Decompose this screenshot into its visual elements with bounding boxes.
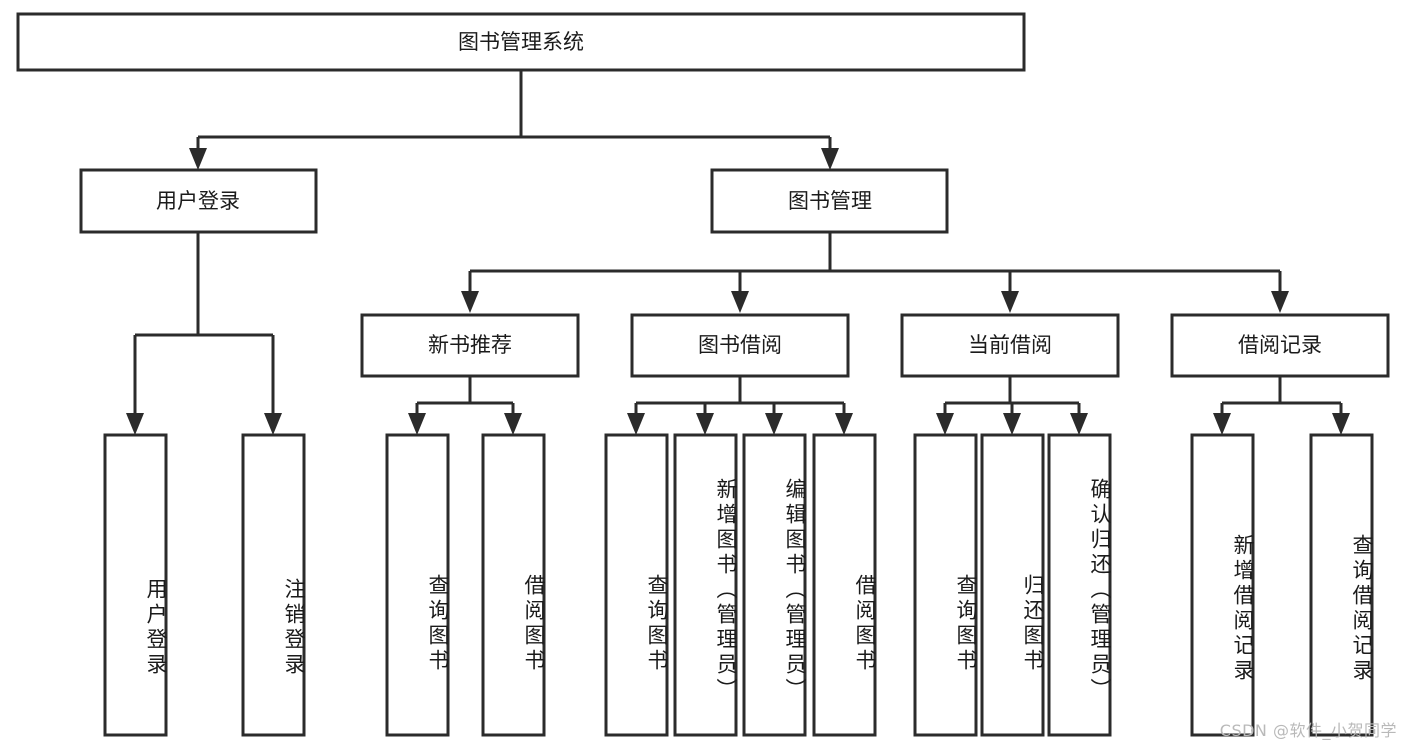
node-book-management-label: 图书管理 <box>788 189 872 213</box>
arrow-head-user-login <box>189 148 207 170</box>
connector-group-current-borrow <box>936 376 1088 435</box>
arrow-head-leaf-edit-book <box>765 413 783 435</box>
arrow-head-leaf-add-book <box>696 413 714 435</box>
leaf-box-logout[interactable] <box>241 433 306 737</box>
node-new-book-recommend[interactable]: 新书推荐 <box>360 313 580 378</box>
connector-group-new-book-recommend <box>408 376 522 435</box>
arrow-head-leaf-borrow-book-2 <box>835 413 853 435</box>
leaf-group-borrow-record <box>1190 433 1374 737</box>
leaf-group-book-borrow <box>604 433 877 737</box>
node-current-borrow-box[interactable] <box>900 313 1120 378</box>
node-current-borrow-label: 当前借阅 <box>968 333 1052 357</box>
node-book-management-box[interactable] <box>710 168 949 234</box>
arrow-head-borrow-record <box>1271 291 1289 313</box>
csdn-watermark: CSDN @软件_小贺同学 <box>1219 721 1397 740</box>
leaf-box-query-record[interactable] <box>1309 433 1374 737</box>
node-borrow-record-box[interactable] <box>1170 313 1390 378</box>
connector-group-book-borrow <box>627 376 853 435</box>
node-root-box[interactable] <box>16 12 1026 72</box>
leaf-group-user-login <box>103 433 306 737</box>
arrow-head-book-borrow <box>731 291 749 313</box>
node-borrow-record-label: 借阅记录 <box>1238 333 1322 357</box>
arrow-head-leaf-user-login <box>126 413 144 435</box>
leaf-box-query-book-3[interactable] <box>913 433 978 737</box>
node-root[interactable]: 图书管理系统 <box>16 12 1026 72</box>
node-new-book-recommend-box[interactable] <box>360 313 580 378</box>
node-book-borrow[interactable]: 图书借阅 <box>630 313 850 378</box>
leaf-group-current-borrow <box>913 433 1112 737</box>
node-new-book-recommend-label: 新书推荐 <box>428 333 512 357</box>
arrow-head-leaf-query-book-3 <box>936 413 954 435</box>
arrow-head-current-borrow <box>1001 291 1019 313</box>
node-user-login-label: 用户登录 <box>156 189 240 213</box>
leaf-box-add-record[interactable] <box>1190 433 1255 737</box>
connector-group-user-login <box>126 232 282 435</box>
leaf-box-confirm-return[interactable] <box>1047 433 1112 737</box>
connector-group-book-mgmt <box>461 232 1289 313</box>
node-root-label: 图书管理系统 <box>458 30 584 54</box>
arrow-head-leaf-query-record <box>1332 413 1350 435</box>
node-borrow-record[interactable]: 借阅记录 <box>1170 313 1390 378</box>
connector-group-borrow-record <box>1213 376 1350 435</box>
arrow-head-leaf-add-record <box>1213 413 1231 435</box>
leaf-box-borrow-book-2[interactable] <box>812 433 877 737</box>
leaf-group-new-book-recommend <box>385 433 546 737</box>
arrow-head-new-book-recommend <box>461 291 479 313</box>
leaf-box-user-login[interactable] <box>103 433 168 737</box>
arrow-head-leaf-confirm-return <box>1070 413 1088 435</box>
leaf-box-borrow-book-1[interactable] <box>481 433 546 737</box>
leaf-box-add-book[interactable] <box>673 433 738 737</box>
leaf-box-query-book-2[interactable] <box>604 433 669 737</box>
node-user-login-box[interactable] <box>79 168 318 234</box>
arrow-head-book-mgmt <box>821 148 839 170</box>
arrow-head-leaf-borrow-book-1 <box>504 413 522 435</box>
arrow-head-leaf-return-book <box>1003 413 1021 435</box>
arrow-head-leaf-query-book-2 <box>627 413 645 435</box>
node-user-login[interactable]: 用户登录 <box>79 168 318 234</box>
arrow-head-leaf-logout <box>264 413 282 435</box>
leaf-box-query-book-1[interactable] <box>385 433 450 737</box>
leaf-box-edit-book[interactable] <box>742 433 807 737</box>
leaf-box-return-book[interactable] <box>980 433 1045 737</box>
node-current-borrow[interactable]: 当前借阅 <box>900 313 1120 378</box>
node-book-borrow-label: 图书借阅 <box>698 333 782 357</box>
arrow-head-leaf-query-book-1 <box>408 413 426 435</box>
node-book-borrow-box[interactable] <box>630 313 850 378</box>
node-book-management[interactable]: 图书管理 <box>710 168 949 234</box>
connector-group-root <box>189 70 839 170</box>
